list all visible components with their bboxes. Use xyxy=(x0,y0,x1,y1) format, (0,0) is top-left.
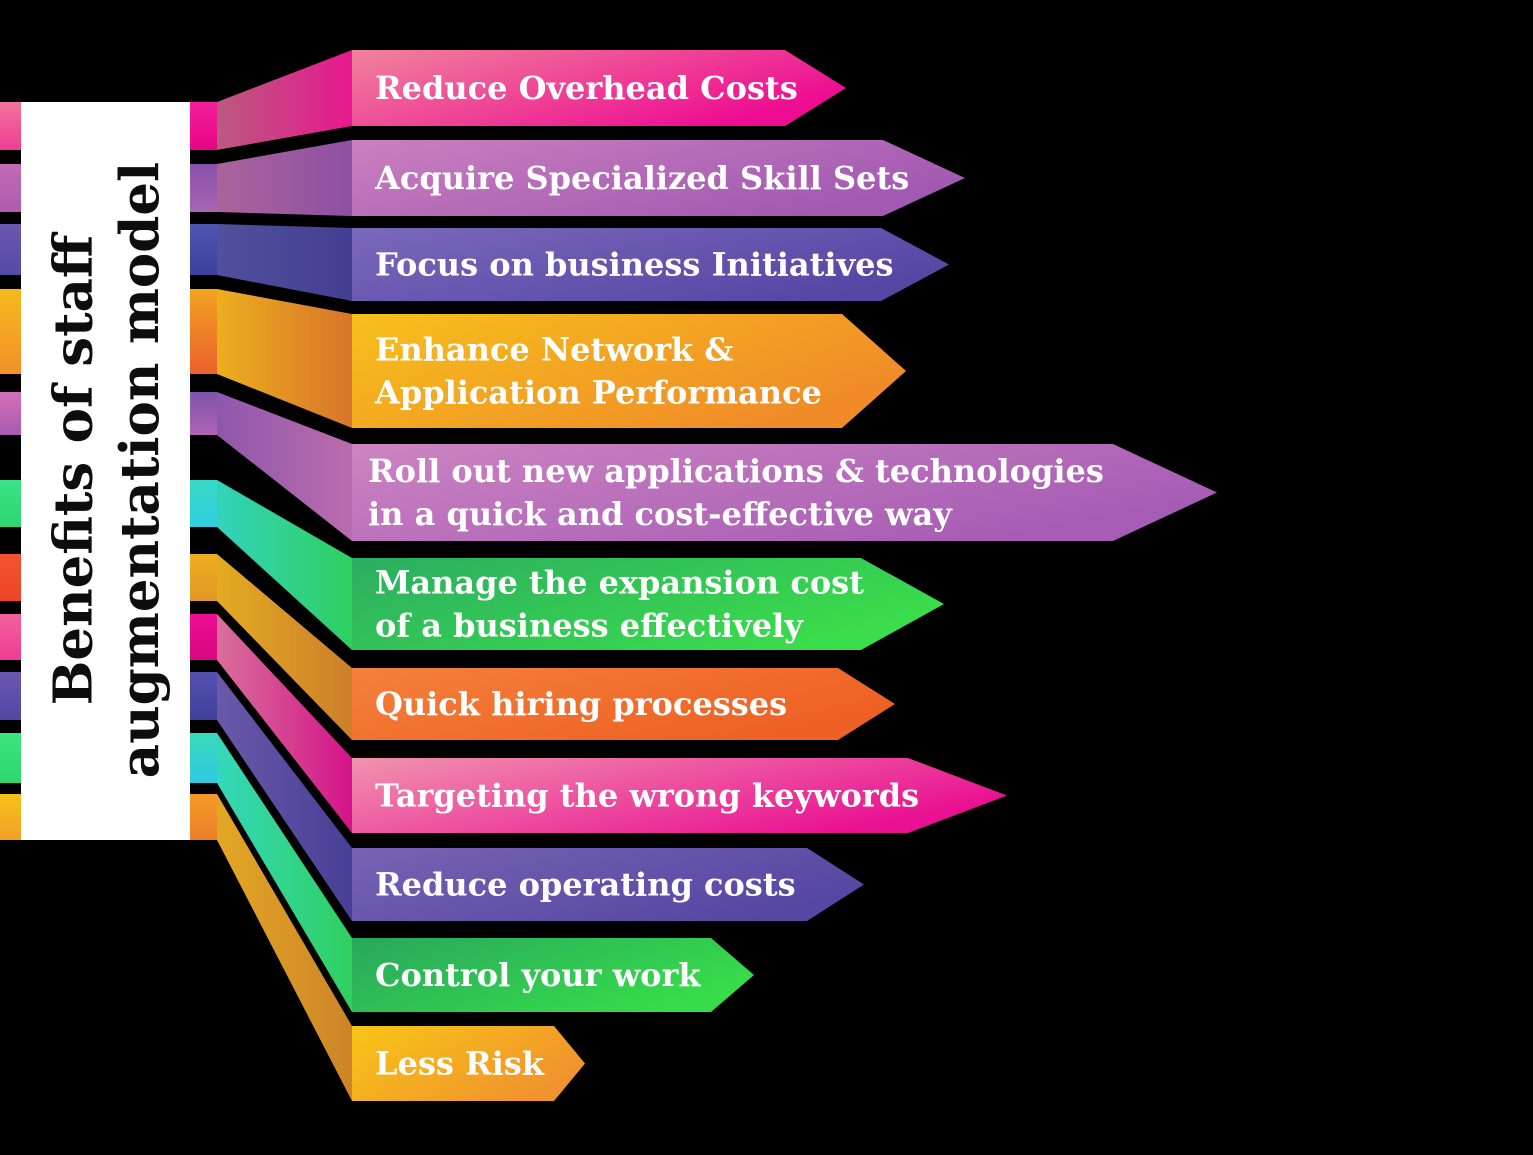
arrow-label: Manage the expansion cost xyxy=(375,564,864,602)
connector-ribbon xyxy=(217,733,352,1012)
arrow-banner xyxy=(352,444,1217,541)
benefit-item: Reduce operating costs xyxy=(0,672,864,921)
band-stub-right xyxy=(190,672,217,720)
arrow-banner xyxy=(352,938,754,1012)
arrow-banner xyxy=(352,50,846,126)
arrow-banner xyxy=(352,1026,585,1101)
band-stub-right xyxy=(190,164,217,212)
arrow-label: of a business effectively xyxy=(375,607,804,645)
arrow-banner xyxy=(352,558,944,650)
band-stub-right xyxy=(190,289,217,374)
arrow-label: Less Risk xyxy=(375,1045,545,1083)
arrow-banner xyxy=(352,228,949,301)
band-stub-left xyxy=(0,733,21,783)
band-stub-left xyxy=(0,224,21,275)
arrow-label: Targeting the wrong keywords xyxy=(375,777,919,815)
band-stub-right xyxy=(190,794,217,840)
benefit-item: Focus on business Initiatives xyxy=(0,224,949,301)
band-stub-left xyxy=(0,554,21,601)
benefit-item: Less Risk xyxy=(0,794,585,1101)
connector-ribbon xyxy=(217,672,352,921)
infographic-title-line-2: augmentation model xyxy=(109,162,171,778)
benefit-item: Reduce Overhead Costs xyxy=(0,50,846,150)
arrow-banner xyxy=(352,140,965,216)
benefit-item: Enhance Network & Application Performance xyxy=(0,289,906,428)
arrow-label: Acquire Specialized Skill Sets xyxy=(374,159,909,197)
title-band xyxy=(21,102,190,840)
band-stub-left xyxy=(0,672,21,720)
arrow-label: Application Performance xyxy=(374,374,822,412)
benefit-item: Targeting the wrong keywords xyxy=(0,614,1007,833)
connector-ribbon xyxy=(217,224,352,301)
arrow-label: Reduce operating costs xyxy=(375,866,796,904)
band-stub-right xyxy=(190,392,217,435)
band-stub-right xyxy=(190,102,217,150)
arrow-label: in a quick and cost-effective way xyxy=(368,495,953,533)
arrow-label: Quick hiring processes xyxy=(375,685,787,723)
band-stub-right xyxy=(190,554,217,601)
band-stub-left xyxy=(0,164,21,212)
arrow-banner xyxy=(352,314,906,428)
connector-ribbon xyxy=(217,480,352,650)
benefit-item: Roll out new applications & technologies… xyxy=(0,392,1217,541)
band-stub-right xyxy=(190,224,217,275)
band-stub-left xyxy=(0,614,21,660)
connector-ribbon xyxy=(217,50,352,150)
arrow-label: Reduce Overhead Costs xyxy=(375,69,798,107)
connector-ribbon xyxy=(217,614,352,833)
connector-ribbon xyxy=(217,140,352,216)
arrow-label: Roll out new applications & technologies xyxy=(368,452,1104,490)
band-stub-right xyxy=(190,614,217,660)
arrow-banner xyxy=(352,848,864,921)
band-stub-left xyxy=(0,392,21,435)
band-stub-left xyxy=(0,480,21,527)
band-stub-left xyxy=(0,102,21,150)
benefit-item: Control your work xyxy=(0,733,754,1012)
arrow-banner xyxy=(352,758,1007,833)
connector-ribbon xyxy=(217,794,352,1101)
connector-ribbon xyxy=(217,392,352,541)
benefit-item: Acquire Specialized Skill Sets xyxy=(0,140,965,216)
arrow-label: Focus on business Initiatives xyxy=(375,246,894,284)
arrow-banner xyxy=(352,668,895,740)
benefit-item: Manage the expansion cost of a business e… xyxy=(0,480,944,650)
band-stub-right xyxy=(190,733,217,783)
infographic-title-line-1: Benefits of staff xyxy=(43,231,105,705)
connector-ribbon xyxy=(217,289,352,428)
band-stub-right xyxy=(190,480,217,527)
arrow-label: Control your work xyxy=(375,956,701,994)
band-stub-left xyxy=(0,289,21,374)
benefit-item: Quick hiring processes xyxy=(0,554,895,740)
band-stub-left xyxy=(0,794,21,840)
arrow-label: Enhance Network & xyxy=(375,331,733,369)
connector-ribbon xyxy=(217,554,352,740)
